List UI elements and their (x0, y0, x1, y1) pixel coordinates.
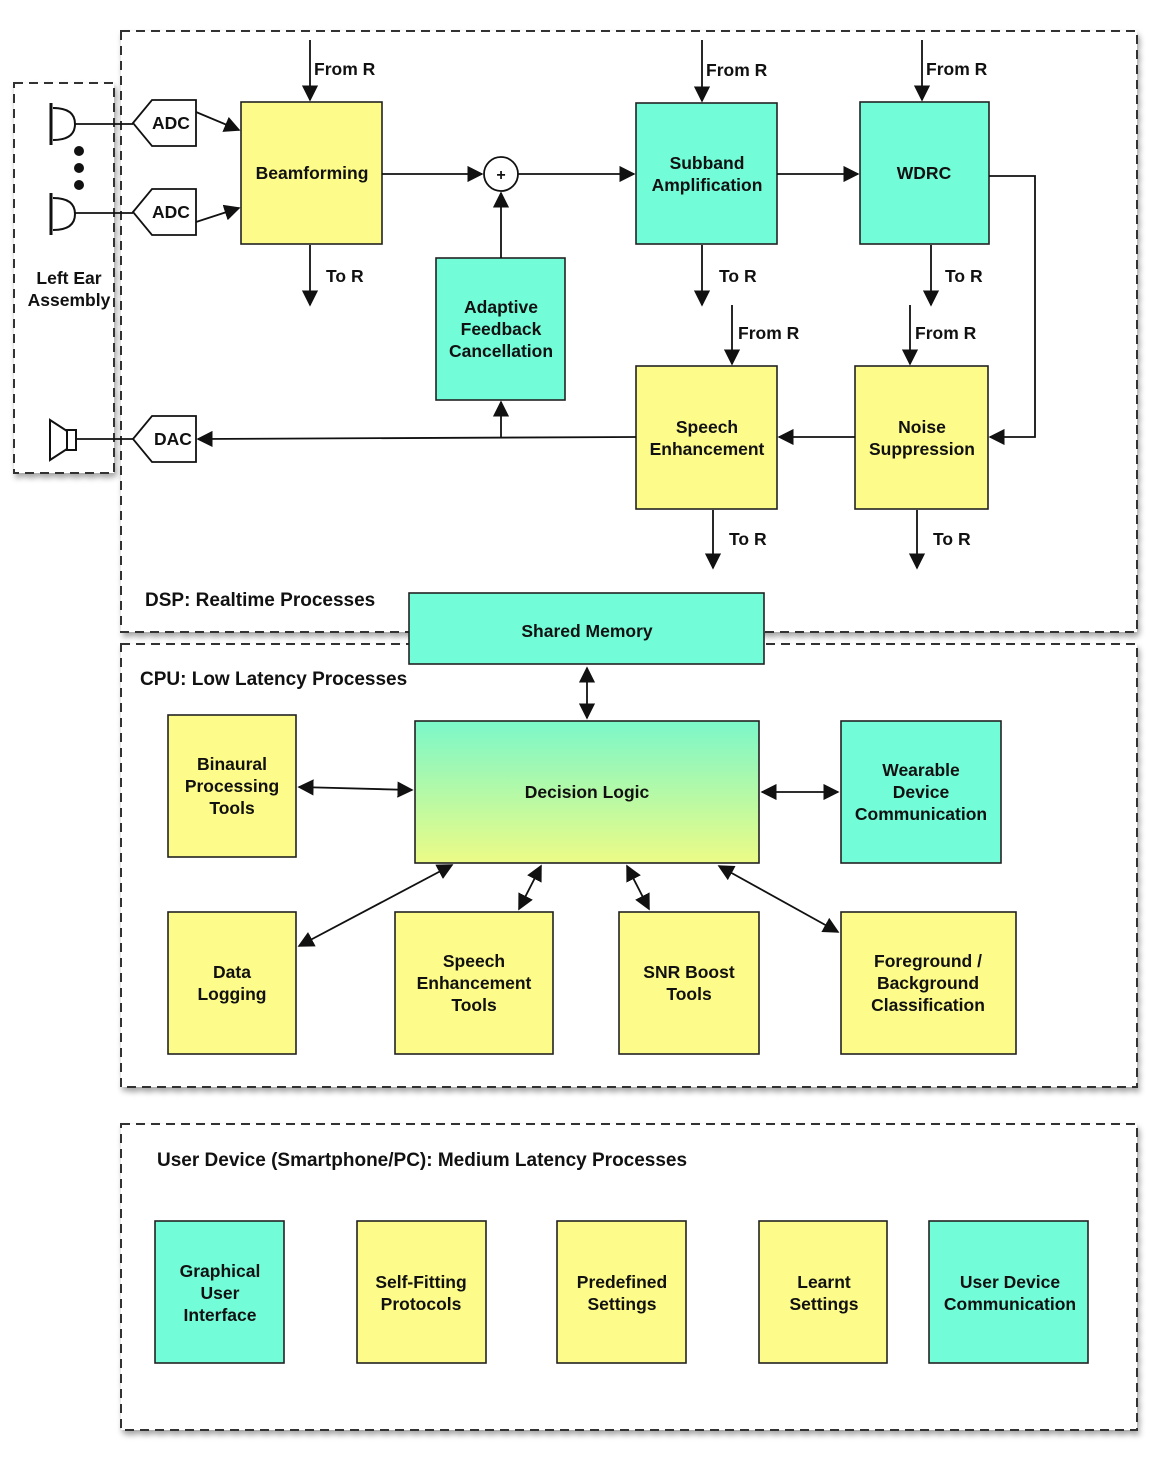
bidirectional-arrow (626, 864, 650, 911)
dac-converter (131, 415, 197, 463)
speaker-icon (49, 418, 77, 462)
speech-enhancement-block (635, 365, 778, 510)
udc-label-line2: Communication (944, 1294, 1076, 1314)
from-r-label: From R (915, 323, 977, 343)
speech-tools-label-line1: Speech (443, 951, 505, 971)
fgbg-label-line2: Background (877, 973, 979, 993)
user-device-communication-block (928, 1220, 1089, 1364)
graphical-user-interface-block (154, 1220, 285, 1364)
arrow (195, 204, 241, 223)
selffit-label-line2: Protocols (381, 1294, 462, 1314)
to-r-label: To R (945, 266, 983, 286)
selffit-label-line1: Self-Fitting (375, 1272, 466, 1292)
from-r-label: From R (926, 59, 988, 79)
from-r-label: From R (314, 59, 376, 79)
fgbg-label-line3: Classification (871, 995, 985, 1015)
speech-enhancement-label-line1: Speech (676, 417, 738, 437)
snr-label-line1: SNR Boost (643, 962, 735, 982)
foreground-background-classification-block (840, 911, 1017, 1055)
adc-converter-1 (131, 99, 197, 147)
beamforming-label: Beamforming (256, 163, 369, 183)
adc-label-1: ADC (152, 113, 190, 133)
shared-memory-label: Shared Memory (521, 621, 653, 641)
learnt-label-line1: Learnt (797, 1272, 851, 1292)
microphone-icon (49, 193, 77, 235)
data-logging-block (167, 911, 297, 1055)
shared-memory-block (408, 592, 765, 665)
afc-label-line1: Adaptive (464, 297, 538, 317)
ear-label-line1: Left Ear (36, 268, 101, 288)
to-r-label: To R (719, 266, 757, 286)
data-logging-label-line2: Logging (197, 984, 266, 1004)
dsp-section-title: DSP: Realtime Processes (145, 590, 375, 611)
speech-tools-label-line2: Enhancement (417, 973, 532, 993)
subband-label-line2: Amplification (652, 175, 763, 195)
self-fitting-protocols-block (356, 1220, 487, 1364)
binaural-label-line1: Binaural (197, 754, 267, 774)
noise-suppression-label-line2: Suppression (869, 439, 975, 459)
bidirectional-arrow (297, 864, 454, 947)
gui-label-line3: Interface (184, 1305, 257, 1325)
adc-label-2: ADC (152, 202, 190, 222)
subband-label-line1: Subband (670, 153, 745, 173)
wearable-label-line1: Wearable (882, 760, 960, 780)
ear-label-line2: Assembly (28, 290, 111, 310)
speech-enhancement-label-line2: Enhancement (650, 439, 765, 459)
bidirectional-arrow (297, 779, 414, 798)
to-r-label: To R (933, 529, 971, 549)
predefined-label-line2: Settings (587, 1294, 656, 1314)
adc-converter-2 (131, 188, 197, 236)
bidirectional-arrow (518, 864, 542, 911)
user-section-title: User Device (Smartphone/PC): Medium Late… (157, 1150, 687, 1171)
summing-junction-symbol: + (496, 167, 505, 184)
binaural-label-line3: Tools (209, 798, 255, 818)
wearable-device-communication-block (840, 720, 1002, 864)
decision-logic-block (414, 720, 760, 864)
arrow (988, 175, 1036, 446)
snr-boost-tools-block (618, 911, 760, 1055)
predefined-settings-block (556, 1220, 687, 1364)
predefined-label-line1: Predefined (577, 1272, 667, 1292)
arrow (195, 111, 241, 132)
adaptive-feedback-cancellation-block (435, 257, 566, 401)
beamforming-block (240, 101, 383, 245)
from-r-label: From R (706, 60, 768, 80)
subband-amplification-block (635, 102, 778, 245)
decision-logic-label: Decision Logic (525, 782, 650, 802)
bidirectional-arrow (717, 865, 840, 933)
afc-label-line3: Cancellation (449, 341, 553, 361)
left-ear-assembly-section (13, 82, 115, 474)
wdrc-label: WDRC (897, 163, 952, 183)
ellipsis-dots-icon (74, 146, 84, 190)
cpu-section-title: CPU: Low Latency Processes (140, 669, 407, 690)
noise-suppression-label-line1: Noise (898, 417, 946, 437)
to-r-label: To R (729, 529, 767, 549)
noise-suppression-block (854, 365, 989, 510)
from-r-label: From R (738, 323, 800, 343)
afc-label-line2: Feedback (461, 319, 542, 339)
snr-label-line2: Tools (666, 984, 712, 1004)
fgbg-label-line1: Foreground / (874, 951, 982, 971)
learnt-settings-block (758, 1220, 888, 1364)
binaural-processing-tools-block (167, 714, 297, 858)
gui-label-line1: Graphical (180, 1261, 261, 1281)
speech-tools-label-line3: Tools (451, 995, 497, 1015)
to-r-label: To R (326, 266, 364, 286)
wdrc-block (859, 101, 990, 245)
data-logging-label-line1: Data (213, 962, 251, 982)
binaural-label-line2: Processing (185, 776, 279, 796)
gui-label-line2: User (201, 1283, 240, 1303)
learnt-label-line2: Settings (789, 1294, 858, 1314)
dac-label: DAC (154, 429, 192, 449)
udc-label-line1: User Device (960, 1272, 1060, 1292)
arrow (196, 430, 637, 448)
microphone-icon (49, 103, 77, 145)
wearable-label-line3: Communication (855, 804, 987, 824)
wearable-label-line2: Device (893, 782, 950, 802)
